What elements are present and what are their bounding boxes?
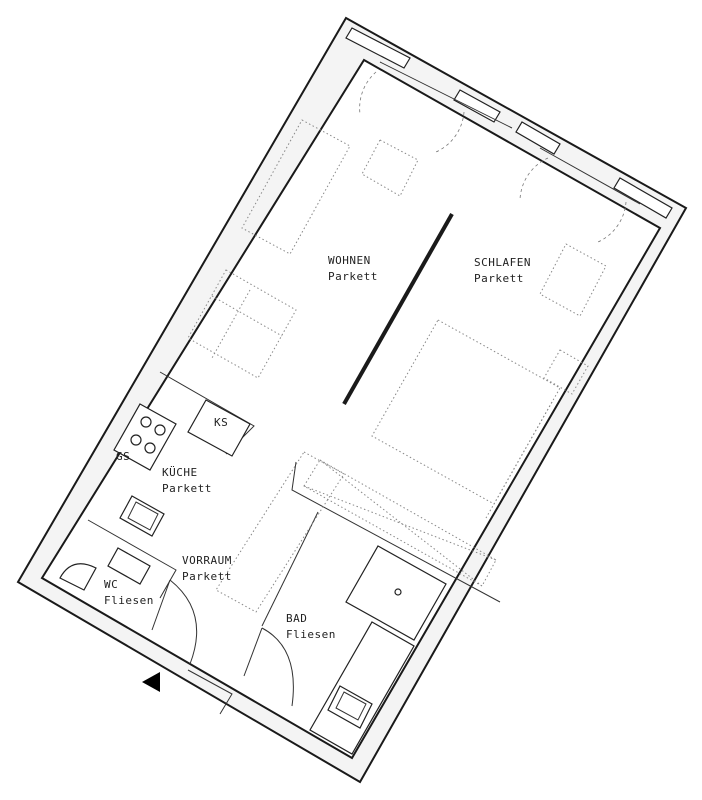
window-3 — [515, 121, 561, 155]
hob-burner-1 — [140, 416, 152, 428]
wc-door-swing — [169, 579, 198, 665]
nightstand — [543, 349, 589, 395]
bathroom-fixtures — [309, 545, 447, 755]
bath-door-leaf — [243, 627, 263, 677]
gs-label: GS — [116, 450, 130, 463]
kitchen-counter — [113, 403, 177, 471]
windows — [345, 27, 673, 219]
window-sill-2 — [539, 147, 641, 205]
wc-name: WC — [104, 578, 118, 591]
dining-table-line-2 — [211, 289, 251, 359]
kueche-name: KÜCHE — [162, 466, 198, 479]
partition-wall — [342, 213, 454, 405]
wc-fixtures — [59, 547, 151, 591]
entrance-wall — [187, 669, 233, 715]
door-swing-1b — [435, 111, 465, 153]
hob-burner-2 — [154, 424, 166, 436]
bath-door-swing — [261, 627, 294, 707]
window-4 — [613, 177, 673, 219]
balcony-doors — [359, 71, 627, 243]
outer-walls — [16, 16, 688, 784]
window-sill-1 — [379, 61, 513, 129]
entrance-arrow-icon — [142, 672, 160, 692]
kitchen-sink — [119, 495, 165, 537]
washbasin — [327, 685, 373, 729]
interior-walls — [87, 213, 501, 715]
armchair — [361, 139, 419, 197]
wohnen-name: WOHNEN — [328, 254, 371, 267]
interior-doors — [151, 579, 294, 707]
hall-wardrobe — [215, 451, 345, 613]
furniture — [187, 119, 607, 613]
dining-table-line — [211, 295, 283, 337]
ks-label: KS — [214, 416, 228, 429]
washbasin-bowl — [335, 691, 367, 721]
wc-wall — [87, 519, 177, 599]
wc-basin — [107, 547, 151, 585]
door-swing-2a — [519, 157, 549, 201]
bath-left-wall — [261, 511, 319, 627]
kitchen-fixtures — [113, 399, 251, 537]
bath-vanity — [309, 621, 415, 755]
hob-burner-3 — [130, 434, 142, 446]
fridge-box — [187, 399, 251, 457]
window-2 — [453, 89, 501, 123]
bad-name: BAD — [286, 612, 307, 625]
toilet — [59, 563, 97, 591]
sofa — [241, 119, 351, 255]
vorraum-name: VORRAUM — [182, 554, 232, 567]
schlafen-name: SCHLAFEN — [474, 256, 531, 269]
kitchen-sink-basin — [127, 501, 159, 531]
window-1 — [345, 27, 411, 69]
interior-space — [40, 58, 662, 760]
schlafen-floor: Parkett — [474, 272, 524, 285]
bad-floor: Fliesen — [286, 628, 336, 641]
door-swing-1a — [359, 71, 377, 115]
wohnen-floor: Parkett — [328, 270, 378, 283]
hob-burner-4 — [144, 442, 156, 454]
dining-table — [187, 269, 297, 379]
room-labels: WOHNEN Parkett SCHLAFEN Parkett KS GS KÜ… — [104, 254, 531, 641]
bath-top-wall — [291, 461, 501, 603]
wc-floor: Fliesen — [104, 594, 154, 607]
wc-door-leaf — [151, 579, 171, 631]
shower-drain — [394, 588, 402, 596]
door-swing-2b — [597, 201, 627, 243]
kueche-floor: Parkett — [162, 482, 212, 495]
vorraum-floor: Parkett — [182, 570, 232, 583]
